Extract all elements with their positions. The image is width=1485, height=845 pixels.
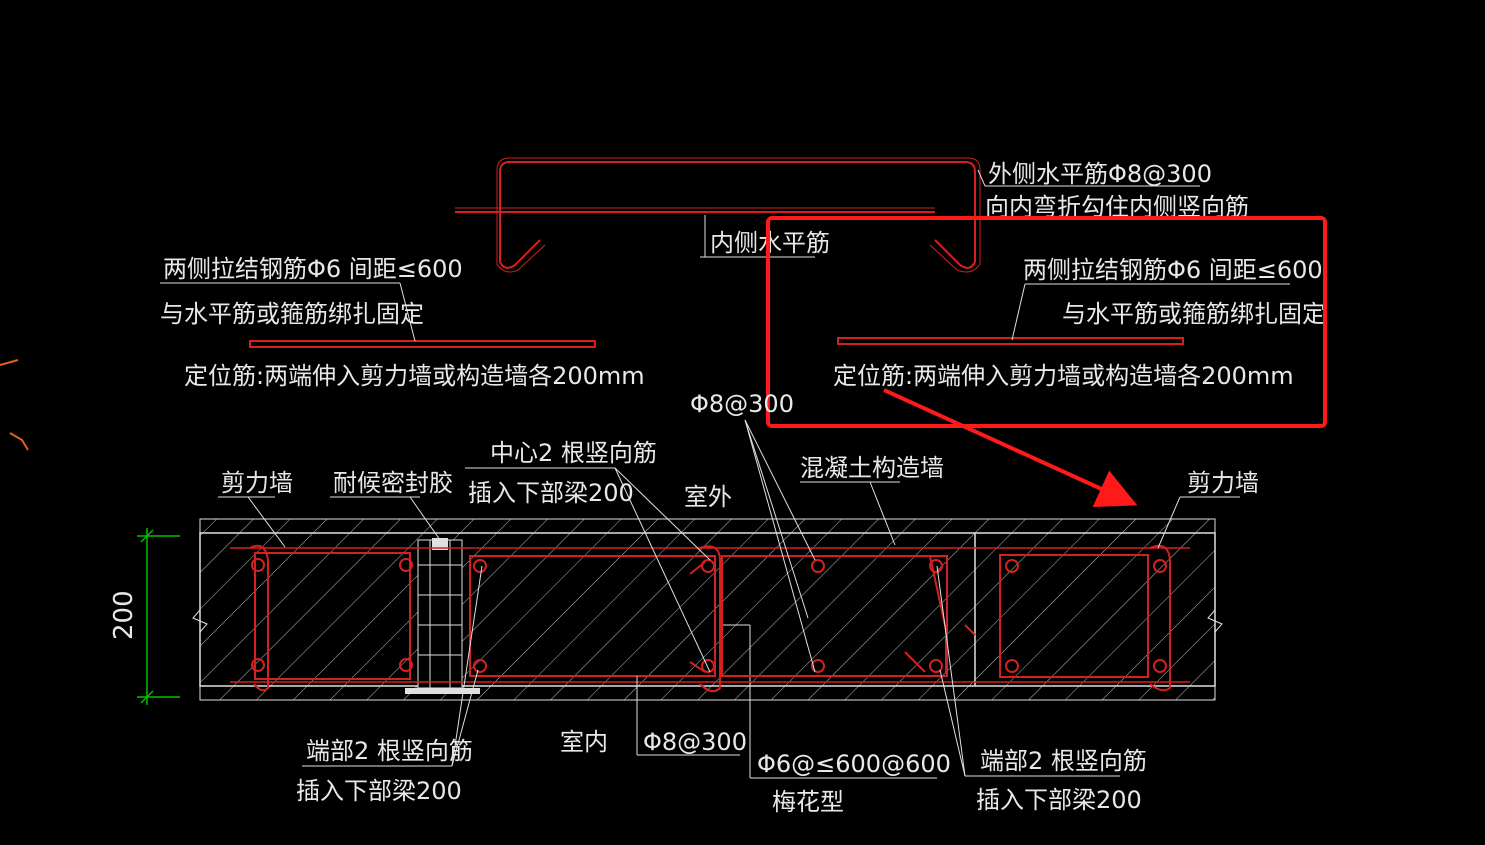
- label-phi8-bottom: Φ8@300: [643, 728, 747, 756]
- label-indoor: 室内: [560, 728, 608, 756]
- stray-mark: [0, 359, 19, 366]
- right-tie-bar: [837, 283, 1290, 345]
- label-left-locator: 定位筋:两端伸入剪力墙或构造墙各200mm: [184, 362, 645, 390]
- label-sealant: 耐候密封胶: [333, 469, 453, 497]
- highlight-arrow: [883, 388, 1138, 507]
- label-outdoor: 室外: [684, 483, 732, 511]
- wall-section: [192, 518, 1223, 701]
- left-tie-bar: [160, 282, 596, 348]
- label-outer-horizontal-1: 外侧水平筋Φ8@300: [988, 160, 1212, 188]
- stray-mark: [9, 432, 29, 451]
- dimension-200: [137, 528, 180, 705]
- highlight-box: [766, 216, 1327, 428]
- label-dimension-200: 200: [109, 590, 139, 640]
- label-end-vertical-right-1: 端部2 根竖向筋: [980, 747, 1147, 775]
- label-center-vertical-1: 中心2 根竖向筋: [490, 439, 657, 467]
- label-end-vertical-left-1: 端部2 根竖向筋: [306, 737, 473, 765]
- label-phi6-quincunx-2: 梅花型: [772, 788, 844, 816]
- label-left-tie-2: 与水平筋或箍筋绑扎固定: [160, 300, 424, 328]
- leader-outer-horizontal: [977, 169, 1200, 187]
- section-leaders: [218, 419, 1240, 779]
- label-end-vertical-left-2: 插入下部梁200: [296, 777, 462, 805]
- label-right-tie-2: 与水平筋或箍筋绑扎固定: [1062, 300, 1326, 328]
- label-phi6-quincunx-1: Φ6@≤600@600: [757, 750, 951, 778]
- label-phi8-top: Φ8@300: [690, 390, 794, 418]
- label-end-vertical-right-2: 插入下部梁200: [976, 786, 1142, 814]
- label-shear-wall-left: 剪力墙: [221, 469, 293, 497]
- label-shear-wall-right: 剪力墙: [1187, 469, 1259, 497]
- label-concrete-wall: 混凝土构造墙: [800, 454, 944, 482]
- horizontal-bar-detail: [455, 157, 981, 273]
- leader-inner-horizontal: [700, 215, 815, 258]
- label-center-vertical-2: 插入下部梁200: [468, 479, 634, 507]
- label-right-locator: 定位筋:两端伸入剪力墙或构造墙各200mm: [833, 362, 1294, 390]
- label-left-tie-1: 两侧拉结钢筋Φ6 间距≤600: [163, 255, 463, 283]
- label-right-tie-1: 两侧拉结钢筋Φ6 间距≤600: [1023, 256, 1323, 284]
